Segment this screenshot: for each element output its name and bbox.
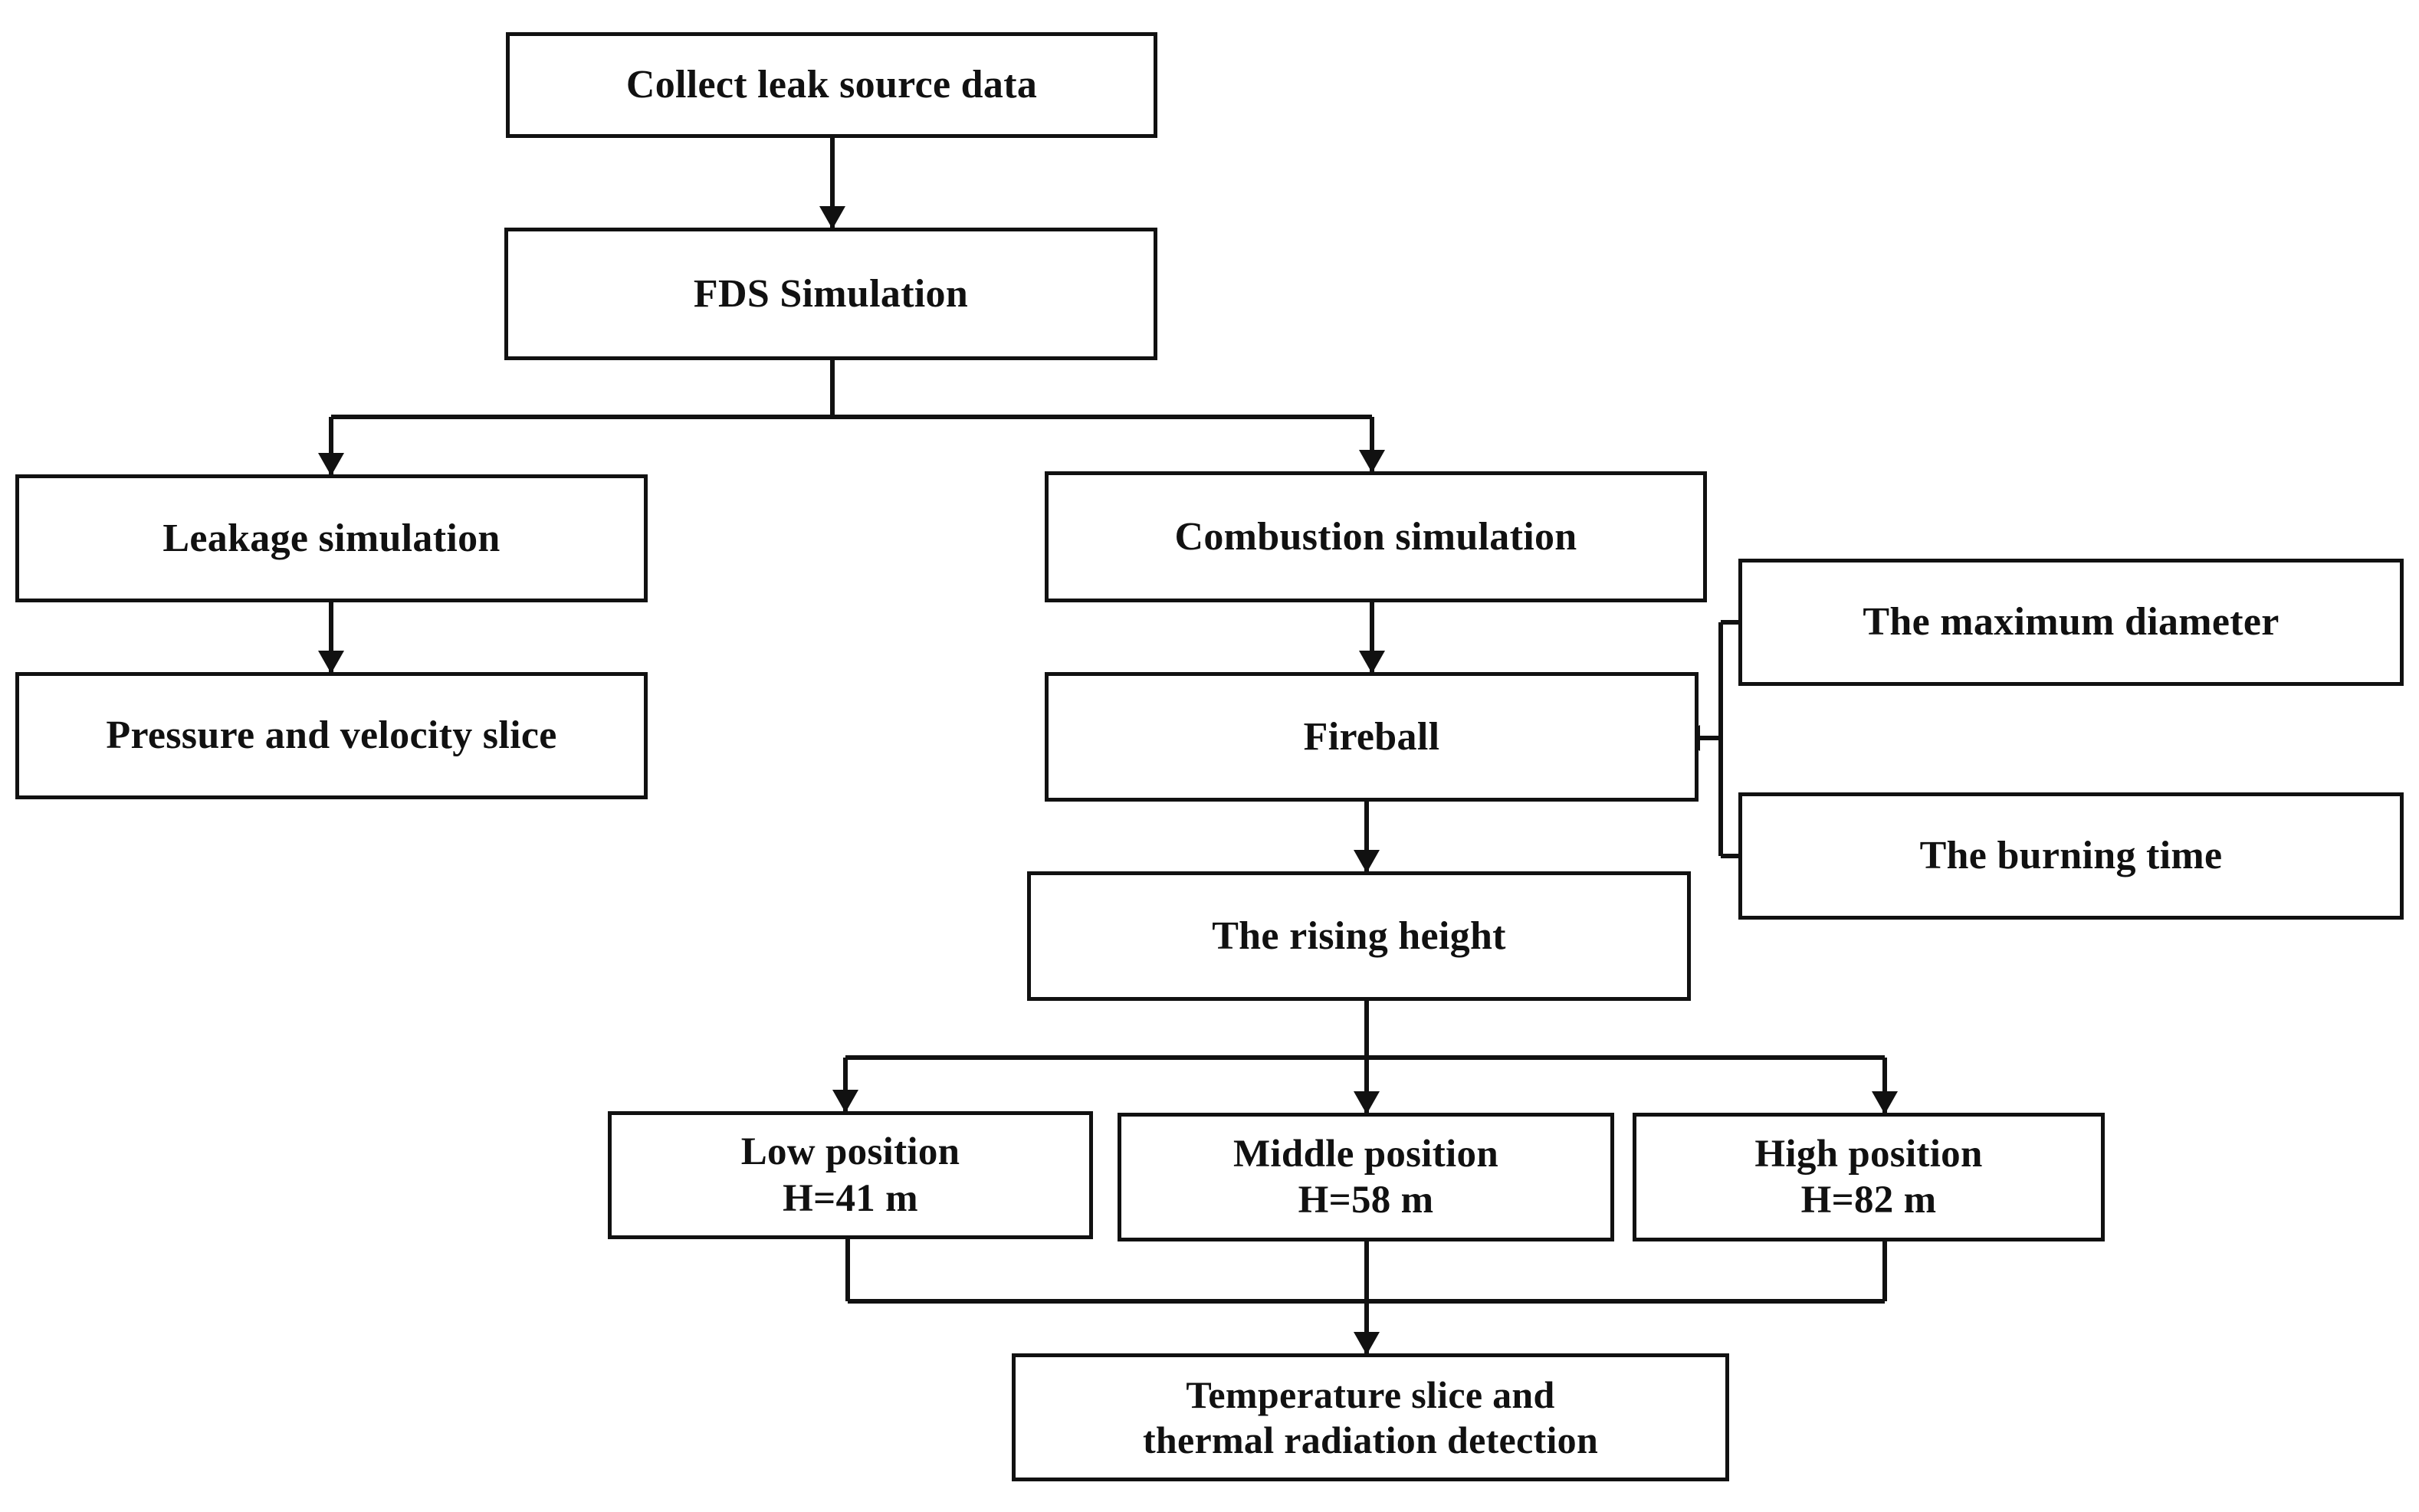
node-high-position-height: H=82 m (1800, 1179, 1937, 1222)
node-combustion-simulation[interactable]: Combustion simulation (1045, 471, 1707, 602)
node-burning-time-label: The burning time (1919, 834, 2223, 878)
node-low-position-height: H=41 m (783, 1176, 918, 1220)
node-pressure-label: Pressure and velocity slice (106, 713, 557, 758)
node-temperature-slice-and-thermal-radiation-detection[interactable]: Temperature slice and thermal radiation … (1012, 1353, 1729, 1481)
node-leakage-label: Leakage simulation (162, 516, 501, 560)
node-leakage-simulation[interactable]: Leakage simulation (15, 474, 648, 602)
node-fds-simulation[interactable]: FDS Simulation (504, 228, 1157, 360)
node-pressure-and-velocity-slice[interactable]: Pressure and velocity slice (15, 672, 648, 799)
node-middle-position[interactable]: Middle position H=58 m (1118, 1113, 1614, 1241)
node-low-position-label: Low position (740, 1130, 960, 1174)
node-rising-height-label: The rising height (1212, 913, 1506, 958)
node-fireball-label: Fireball (1303, 714, 1440, 759)
node-the-rising-height[interactable]: The rising height (1027, 871, 1691, 1001)
node-max-diameter-label: The maximum diameter (1863, 600, 2280, 644)
node-the-maximum-diameter[interactable]: The maximum diameter (1738, 559, 2404, 686)
node-collect-label: Collect leak source data (625, 63, 1038, 107)
node-temperature-label-line1: Temperature slice and (1186, 1373, 1555, 1416)
node-the-burning-time[interactable]: The burning time (1738, 792, 2404, 920)
node-middle-position-height: H=58 m (1298, 1179, 1434, 1222)
node-high-position[interactable]: High position H=82 m (1633, 1113, 2105, 1241)
node-fireball[interactable]: Fireball (1045, 672, 1699, 802)
node-high-position-label: High position (1754, 1132, 1983, 1176)
node-middle-position-label: Middle position (1233, 1132, 1498, 1176)
node-temperature-label-line2: thermal radiation detection (1142, 1418, 1599, 1461)
node-low-position[interactable]: Low position H=41 m (608, 1111, 1093, 1239)
node-collect-leak-source-data[interactable]: Collect leak source data (506, 32, 1157, 138)
node-fds-label: FDS Simulation (693, 271, 969, 316)
node-combustion-label: Combustion simulation (1174, 514, 1577, 559)
